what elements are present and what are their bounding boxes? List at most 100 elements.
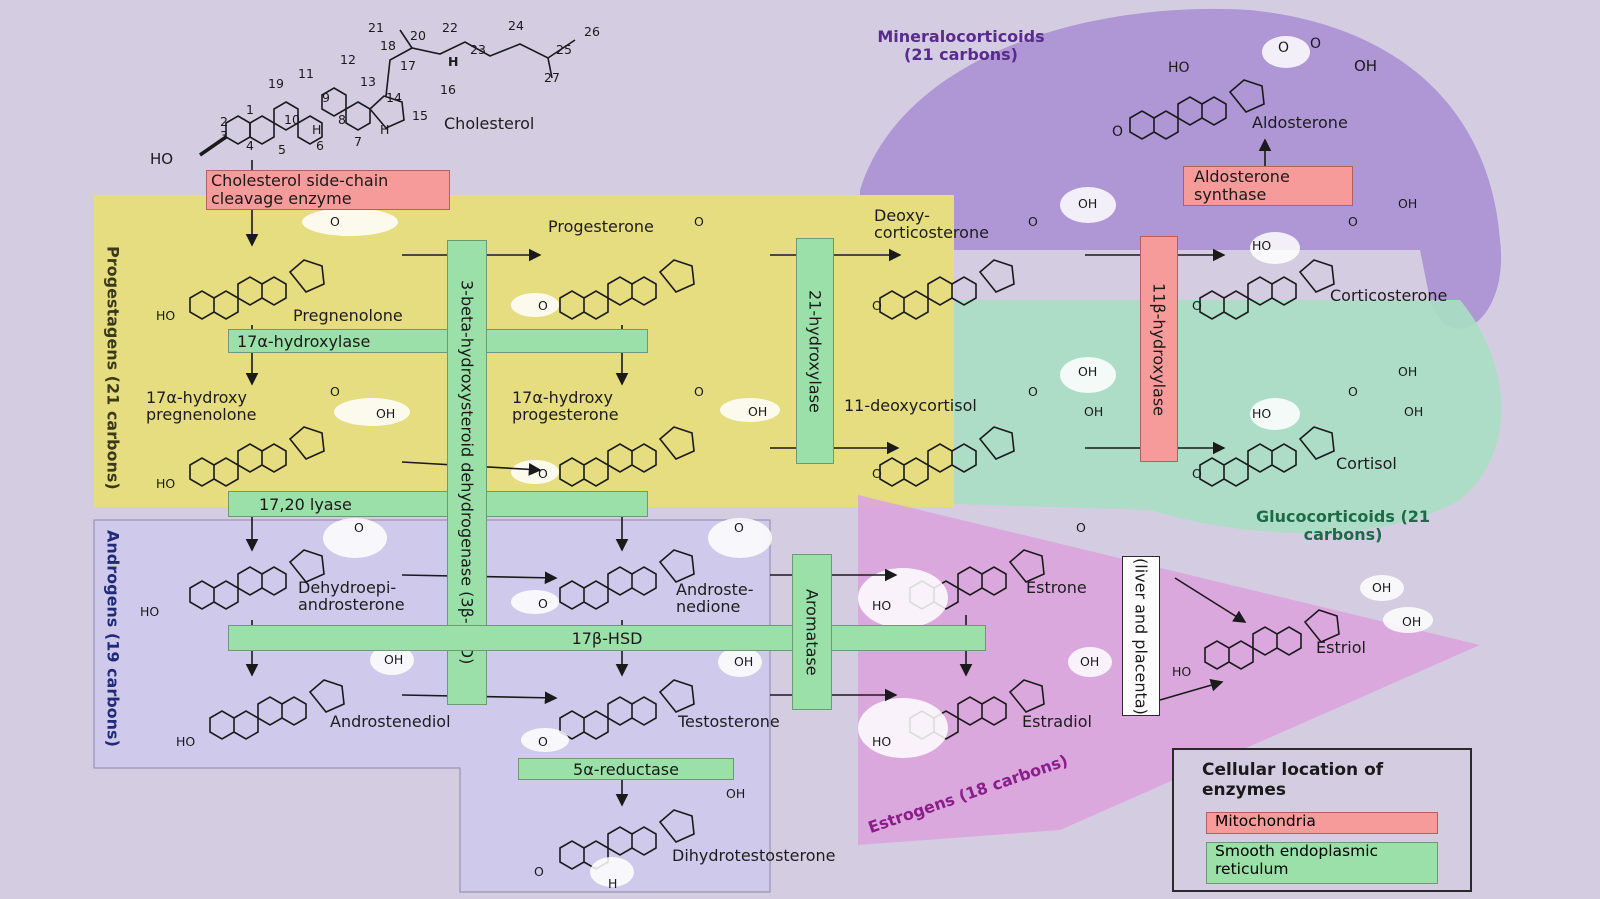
estriol-ho: HO	[1172, 664, 1192, 679]
deoxycorticosterone-o20: O	[1028, 214, 1038, 229]
deoxycorticosterone-label: Deoxy- corticosterone	[874, 206, 989, 242]
testosterone-oh: OH	[734, 654, 754, 669]
deoxycorticosterone-o3: O	[872, 298, 882, 313]
legend-ser: Smooth endoplasmic reticulum	[1206, 842, 1438, 884]
aldosterone-o18: O	[1278, 40, 1290, 56]
reductase-5a-enzyme: 5α-reductase	[518, 758, 734, 780]
atom-21: 21	[368, 20, 384, 35]
hydroxy-pregnenolone-ho: HO	[156, 476, 176, 491]
atom-22: 22	[442, 20, 458, 35]
cortisol-label: Cortisol	[1336, 454, 1397, 473]
estradiol-ho: HO	[872, 734, 892, 749]
deoxycortisol-o3: O	[872, 466, 882, 481]
estrone-ho: HO	[872, 598, 892, 613]
cortisol-o20: O	[1348, 384, 1358, 399]
dhea-o: O	[354, 520, 364, 535]
cortisol-oh21: OH	[1398, 364, 1418, 379]
dht-label: Dihydrotestosterone	[672, 846, 836, 865]
pregnenolone-o: O	[330, 214, 340, 229]
hydroxylase-21-enzyme: 21-hydroxylase	[796, 238, 834, 464]
progestagens-group-label: Progestagens (21 carbons)	[103, 246, 123, 490]
deoxycortisol-o20: O	[1028, 384, 1038, 399]
estrone-label: Estrone	[1026, 578, 1087, 597]
atom-25: 25	[556, 42, 572, 57]
progesterone-o20: O	[694, 214, 704, 229]
dht-o: O	[534, 864, 544, 879]
legend-mitochondria: Mitochondria	[1206, 812, 1438, 834]
liver-placenta-note: (liver and placenta)	[1122, 556, 1160, 716]
atom-23: 23	[470, 42, 486, 57]
atom-10: 10	[284, 112, 300, 127]
atom-4: 4	[246, 138, 254, 153]
androgens-region	[93, 519, 771, 893]
androstenediol-label: Androstenediol	[330, 712, 451, 731]
atom-13: 13	[360, 74, 376, 89]
deoxycortisol-label: 11-deoxycortisol	[844, 396, 977, 415]
estrogens-region	[858, 495, 1480, 845]
cholesterol-h17: H	[448, 54, 459, 69]
atom-6: 6	[316, 138, 324, 153]
androstenedione-o3: O	[538, 596, 548, 611]
corticosterone-o20: O	[1348, 214, 1358, 229]
hydroxylase-17a-enzyme: 17α-hydroxylase	[228, 329, 648, 353]
pregnenolone-ho: HO	[156, 308, 176, 323]
cholesterol-h9: H	[312, 122, 322, 137]
cholesterol-h14: H	[380, 122, 390, 137]
androstenediol-ho: HO	[176, 734, 196, 749]
atom-15: 15	[412, 108, 428, 123]
atom-20: 20	[410, 28, 426, 43]
legend-title: Cellular location of enzymes	[1202, 760, 1384, 801]
atom-12: 12	[340, 52, 356, 67]
atom-11: 11	[298, 66, 314, 81]
dhea-label: Dehydroepi- androsterone	[298, 578, 405, 614]
estriol-oh16: OH	[1372, 580, 1392, 595]
pregnenolone-label: Pregnenolone	[293, 306, 403, 325]
lyase-17-20-enzyme: 17,20 lyase	[228, 491, 648, 517]
atom-16: 16	[440, 82, 456, 97]
corticosterone-label: Corticosterone	[1330, 286, 1448, 305]
dht-oh: OH	[726, 786, 746, 801]
atom-3: 3	[220, 128, 228, 143]
hydroxy-pregnenolone-oh: OH	[376, 406, 396, 421]
aldosterone-label: Aldosterone	[1252, 113, 1348, 132]
cholesterol-structure	[199, 29, 576, 157]
hydroxy-progesterone-label: 17α-hydroxy progesterone	[512, 388, 619, 424]
atom-19: 19	[268, 76, 284, 91]
testosterone-o: O	[538, 734, 548, 749]
mineralocorticoids-region	[860, 8, 1502, 329]
atom-2: 2	[220, 114, 228, 129]
deoxycortisol-oh21: OH	[1078, 364, 1098, 379]
side-chain-cleavage-enzyme: Cholesterol side-chain cleavage enzyme	[206, 170, 450, 210]
hydroxy-pregnenolone-label: 17α-hydroxy pregnenolone	[146, 388, 257, 424]
androstenediol-oh: OH	[384, 652, 404, 667]
hydroxy-pregnenolone-o: O	[330, 384, 340, 399]
atom-1: 1	[246, 102, 254, 117]
estriol-label: Estriol	[1316, 638, 1366, 657]
cholesterol-ho: HO	[150, 150, 174, 168]
progesterone-o3: O	[538, 298, 548, 313]
aldosterone-ho: HO	[1168, 60, 1190, 76]
atom-26: 26	[584, 24, 600, 39]
hydroxy-progesterone-o3: O	[538, 466, 548, 481]
hydroxy-progesterone-oh: OH	[748, 404, 768, 419]
progesterone-label: Progesterone	[548, 217, 654, 236]
androstenedione-o17: O	[734, 520, 744, 535]
hydroxy-progesterone-o20: O	[694, 384, 704, 399]
estradiol-label: Estradiol	[1022, 712, 1092, 731]
estriol-oh17: OH	[1402, 614, 1422, 629]
highlight-halos	[302, 36, 1433, 887]
atom-14: 14	[386, 90, 402, 105]
aldosterone-synthase-enzyme: Aldosterone synthase	[1183, 166, 1353, 206]
atom-9: 9	[322, 90, 330, 105]
androgens-group-label: Androgens (19 carbons)	[103, 530, 123, 747]
aromatase-enzyme: Aromatase	[792, 554, 832, 710]
dht-h: H	[608, 876, 618, 891]
estradiol-oh: OH	[1080, 654, 1100, 669]
atom-8: 8	[338, 112, 346, 127]
cortisol-o3: O	[1192, 466, 1202, 481]
legend: Cellular location of enzymes Mitochondri…	[1172, 748, 1472, 892]
atom-27: 27	[544, 70, 560, 85]
cholesterol-label: Cholesterol	[444, 114, 535, 133]
aldosterone-o20: O	[1310, 36, 1322, 52]
